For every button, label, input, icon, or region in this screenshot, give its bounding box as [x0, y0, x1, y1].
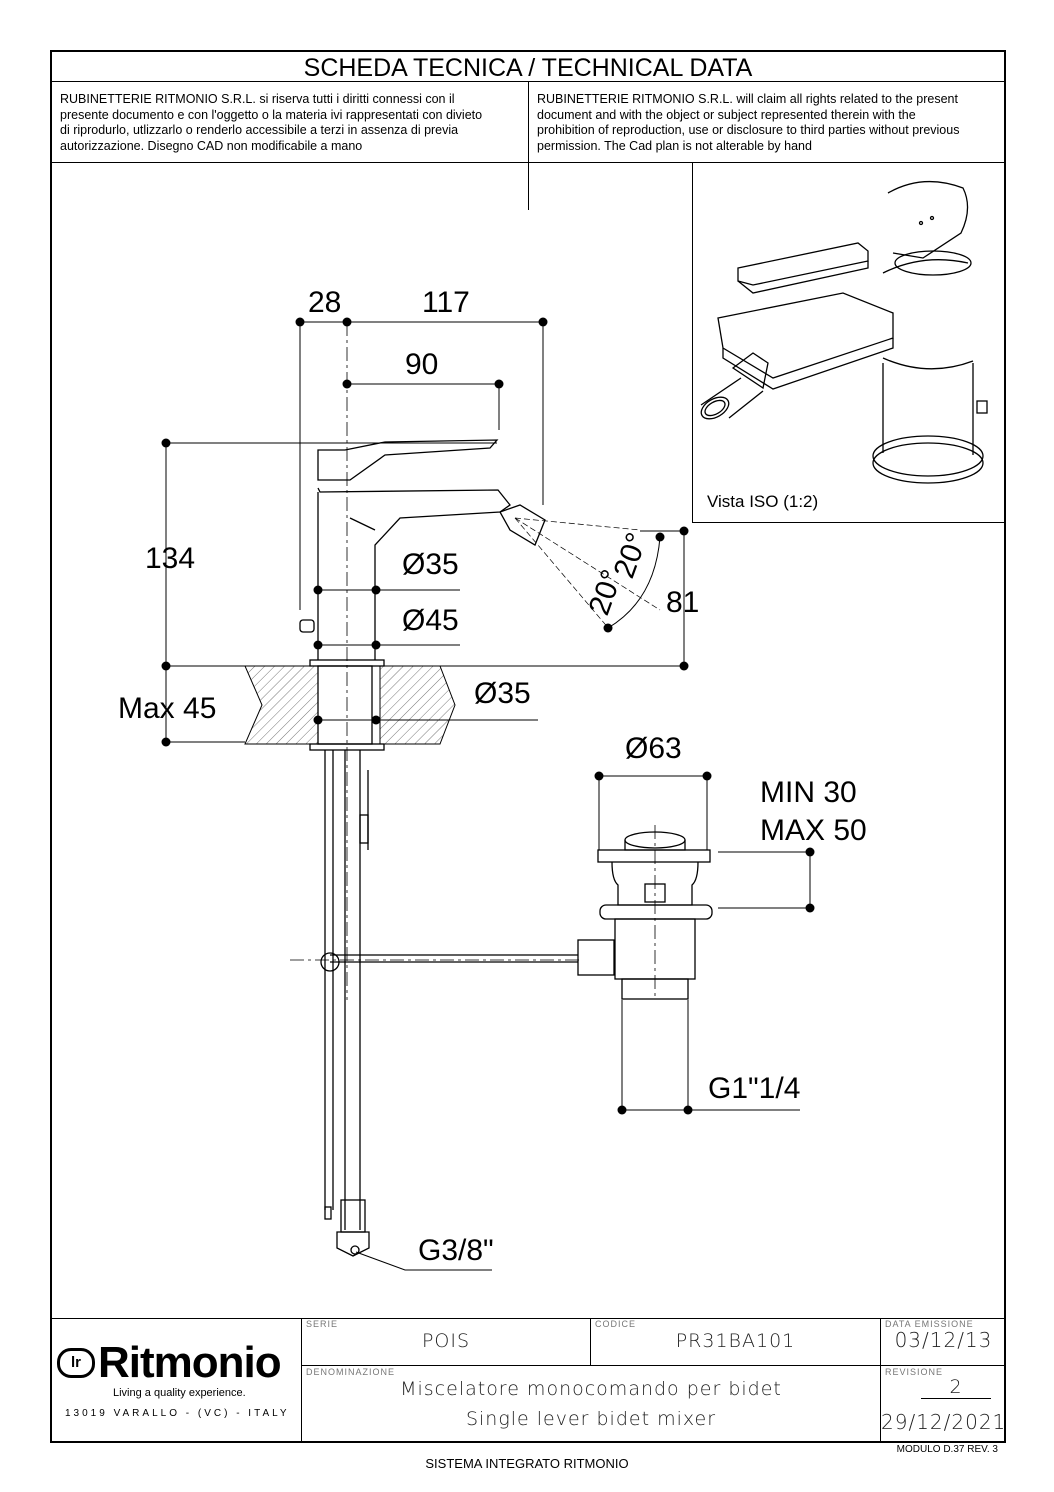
dim-90: 90 — [405, 348, 438, 381]
company-logo: lr Ritmonio Living a quality experience.… — [50, 1318, 301, 1443]
mixer-side-view — [299, 439, 546, 1257]
dim-g38: G3/8" — [418, 1234, 494, 1267]
drawing-sheet: SCHEDA TECNICA / TECHNICAL DATA RUBINETT… — [50, 50, 1006, 1443]
denominazione-label: DENOMINAZIONE — [306, 1367, 396, 1377]
denominazione-cell: DENOMINAZIONE Miscelatore monocomando pe… — [301, 1365, 880, 1443]
denominazione-it: Miscelatore monocomando per bidet — [400, 1378, 782, 1400]
popup-waste — [320, 831, 713, 1000]
dimension-lines — [165, 321, 811, 1271]
copyright-notice-it: RUBINETTERIE RITMONIO S.R.L. si riserva … — [52, 82, 529, 210]
dim-g114: G1"1/4 — [708, 1072, 800, 1105]
spray-cone — [514, 517, 661, 631]
sheet-title: SCHEDA TECNICA / TECHNICAL DATA — [52, 52, 1004, 82]
dim-117: 117 — [422, 286, 470, 319]
revisione-number: 2 — [921, 1376, 991, 1399]
logo-tagline: Living a quality experience. — [113, 1387, 246, 1399]
data-emissione-label: DATA EMISSIONE — [885, 1319, 974, 1329]
copyright-notice-en: RUBINETTERIE RITMONIO S.R.L. will claim … — [537, 92, 960, 153]
revisione-cell: REVISIONE 2 29/12/2021 — [880, 1365, 1006, 1443]
iso-view-panel: Vista ISO (1:2) — [692, 163, 1006, 523]
logo-wordmark: Ritmonio — [98, 1338, 282, 1387]
company-address: 13019 VARALLO - (VC) - ITALY — [65, 1408, 290, 1419]
dim-134: 134 — [145, 542, 195, 575]
title-block: lr Ritmonio Living a quality experience.… — [50, 1318, 1006, 1443]
codice-value: PR31BA101 — [675, 1330, 796, 1352]
data-emissione-value: 03/12/13 — [894, 1328, 993, 1352]
logo-mark: lr — [57, 1348, 95, 1378]
dimension-labels: 28 117 90 134 Ø35 Ø45 Ø35 Max 45 20° 20°… — [118, 286, 867, 1267]
centerlines — [290, 322, 656, 1000]
iso-view-drawing — [700, 180, 988, 484]
serie-value: POIS — [421, 1330, 471, 1352]
codice-cell: CODICE PR31BA101 — [590, 1318, 880, 1365]
dim-dia45: Ø45 — [402, 604, 459, 637]
dim-28: 28 — [308, 286, 341, 319]
iso-view-label: Vista ISO (1:2) — [707, 492, 819, 511]
serie-cell: SERIE POIS — [301, 1318, 590, 1365]
dim-max45: Max 45 — [118, 692, 216, 725]
dim-dia35-hole: Ø35 — [474, 677, 531, 710]
revisione-label: REVISIONE — [885, 1367, 944, 1377]
data-emissione-cell: DATA EMISSIONE 03/12/13 — [880, 1318, 1006, 1365]
countertop-section — [244, 665, 456, 745]
module-code: MODULO D.37 REV. 3 — [896, 1444, 998, 1455]
denominazione-en: Single lever bidet mixer — [465, 1408, 717, 1430]
dim-81: 81 — [666, 586, 699, 619]
dim-max50: MAX 50 — [760, 814, 867, 847]
revisione-date: 29/12/2021 — [881, 1410, 1007, 1434]
dim-dia63: Ø63 — [625, 732, 682, 765]
footer-system: SISTEMA INTEGRATO RITMONIO — [425, 1456, 629, 1471]
dimension-endpoints — [161, 317, 815, 1115]
codice-label: CODICE — [595, 1319, 637, 1329]
serie-label: SERIE — [306, 1319, 339, 1329]
dim-min30: MIN 30 — [760, 776, 857, 809]
dim-dia35-body: Ø35 — [402, 548, 459, 581]
header-divider — [52, 162, 1004, 163]
